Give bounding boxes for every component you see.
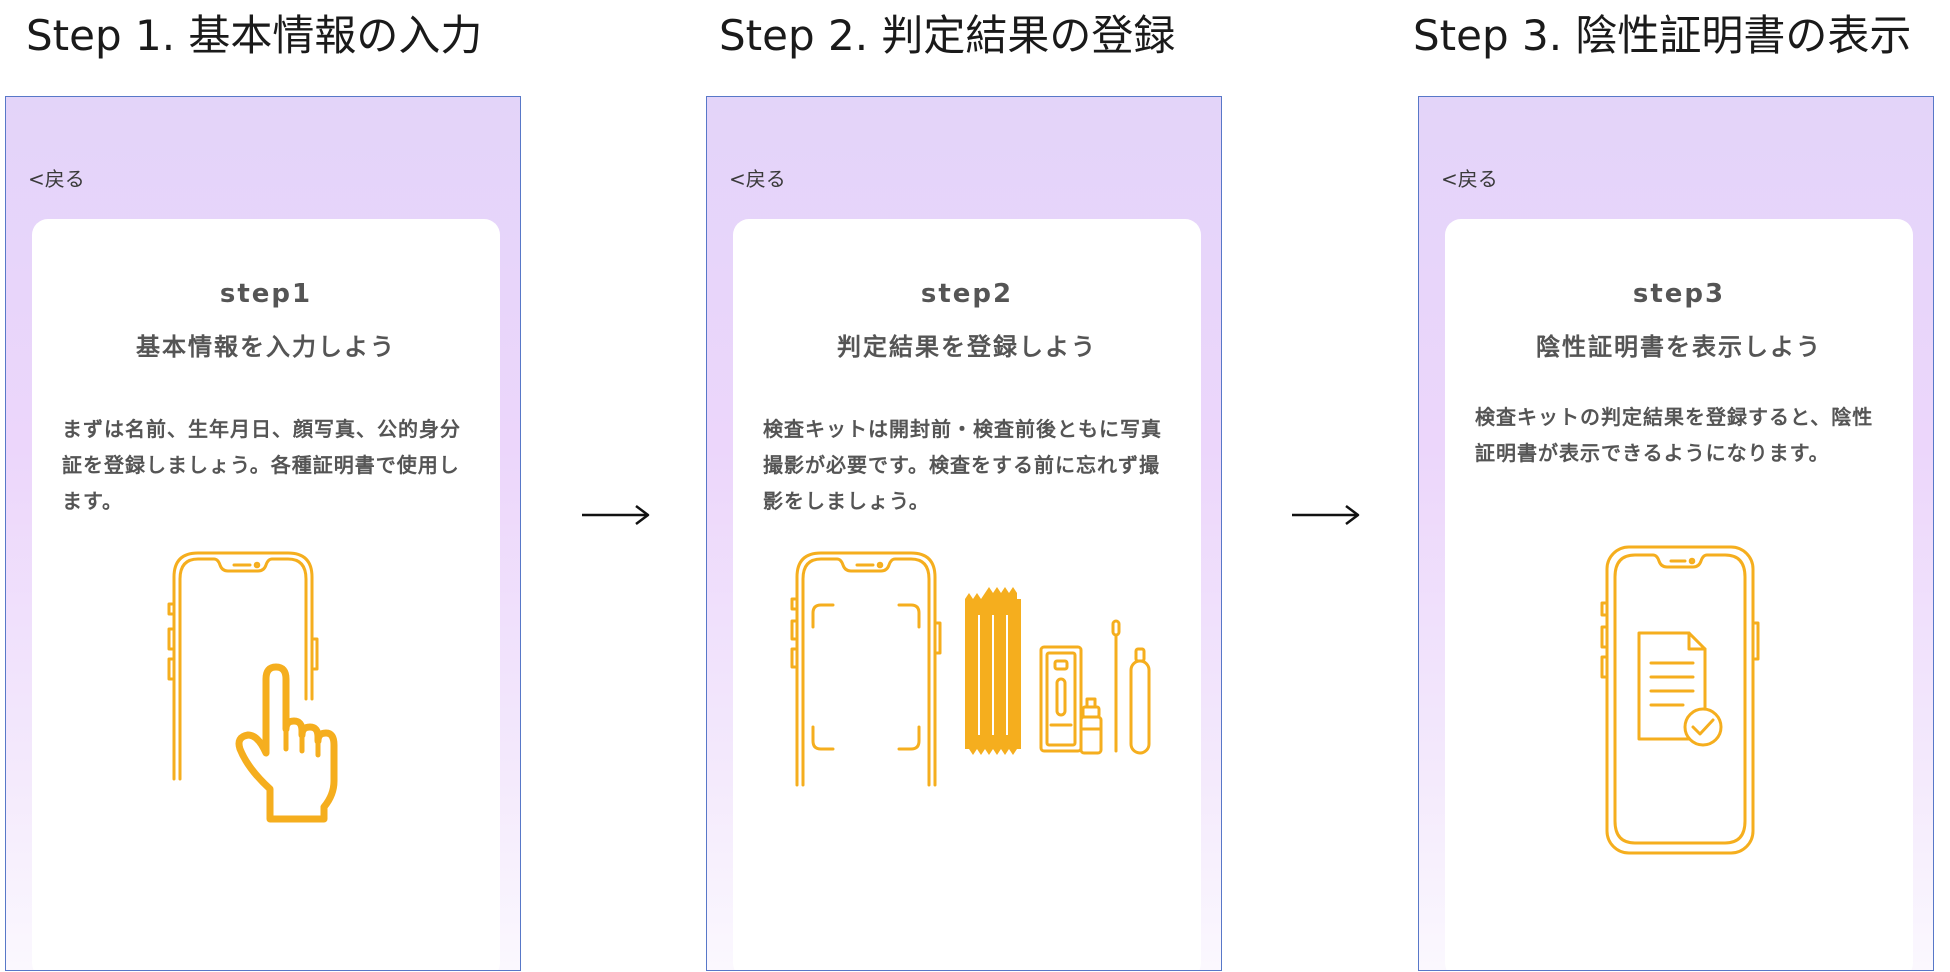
arrow-right-icon xyxy=(1292,505,1360,525)
step-title: 基本情報を入力しよう xyxy=(136,333,396,361)
step-3-screen: <戻る step3 陰性証明書を表示しよう 検査キットの判定結果を登録すると、陰… xyxy=(1418,96,1934,971)
arrow-right-icon xyxy=(582,505,650,525)
step-description: 検査キットの判定結果を登録すると、陰性証明書が表示できるようになります。 xyxy=(1475,405,1874,465)
back-button[interactable]: <戻る xyxy=(28,167,85,191)
back-button[interactable]: <戻る xyxy=(729,167,786,191)
step-label: step1 xyxy=(219,279,313,309)
phone-tap-icon xyxy=(167,551,338,823)
step-3-heading: Step 3. 陰性証明書の表示 xyxy=(1413,11,1912,60)
phone-camera-test-kit-icon xyxy=(790,551,1151,787)
step-title: 判定結果を登録しよう xyxy=(837,333,1097,361)
step-label: step2 xyxy=(920,279,1014,309)
step-2-heading: Step 2. 判定結果の登録 xyxy=(719,11,1176,60)
phone-certificate-icon xyxy=(1600,545,1760,855)
step-title: 陰性証明書を表示しよう xyxy=(1536,333,1822,361)
step-card: step1 基本情報を入力しよう まずは名前、生年月日、顔写真、公的身分証を登録… xyxy=(32,219,500,970)
step-description: 検査キットは開封前・検査前後ともに写真撮影が必要です。検査をする前に忘れず撮影を… xyxy=(763,417,1162,513)
step-description: まずは名前、生年月日、顔写真、公的身分証を登録しましょう。各種証明書で使用します… xyxy=(62,417,461,513)
step-label: step3 xyxy=(1632,279,1726,309)
step-card: step3 陰性証明書を表示しよう 検査キットの判定結果を登録すると、陰性証明書… xyxy=(1445,219,1913,970)
step-1-screen: <戻る step1 基本情報を入力しよう まずは名前、生年月日、顔写真、公的身分… xyxy=(5,96,521,971)
step-2-screen: <戻る step2 判定結果を登録しよう 検査キットは開封前・検査前後ともに写真… xyxy=(706,96,1222,971)
step-card: step2 判定結果を登録しよう 検査キットは開封前・検査前後ともに写真撮影が必… xyxy=(733,219,1201,970)
back-button[interactable]: <戻る xyxy=(1441,167,1498,191)
step-1-heading: Step 1. 基本情報の入力 xyxy=(26,11,483,60)
